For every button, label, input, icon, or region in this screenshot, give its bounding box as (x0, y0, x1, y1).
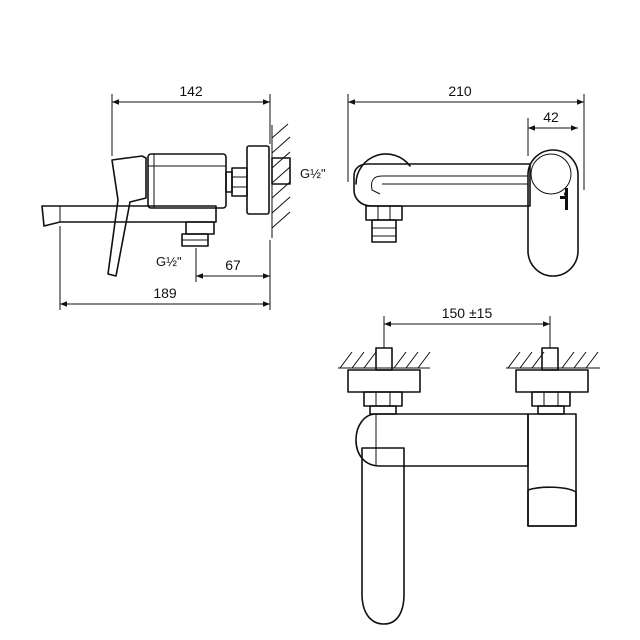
side-outlet-body (185, 221, 215, 235)
side-connector (225, 171, 233, 193)
dim-42-label: 42 (543, 109, 559, 125)
bottom-right-nut (531, 391, 571, 407)
bottom-left-nut (363, 391, 403, 407)
dim-150-label: 150 ±15 (442, 305, 493, 321)
thread-label-wall: G½" (300, 166, 326, 181)
dim-210-label: 210 (448, 83, 472, 99)
bottom-right-escutcheon (515, 369, 589, 393)
side-hex-nut (231, 167, 248, 197)
bottom-left-nipple (375, 347, 393, 371)
dim-142-label: 142 (179, 83, 203, 99)
side-lever (107, 155, 147, 277)
bottom-spout-end (527, 413, 577, 527)
bottom-view: 150 ±15 (338, 305, 600, 625)
front-outlet-nut (365, 205, 403, 221)
front-handle (527, 149, 579, 277)
front-outlet-thread (371, 219, 397, 243)
side-escutcheon (246, 145, 270, 215)
bottom-right-connector (537, 405, 565, 415)
side-spout (41, 205, 217, 227)
side-wall-nipple (271, 157, 291, 185)
bottom-left-connector (369, 405, 397, 415)
front-view: 210 42 (347, 83, 585, 277)
dim-189-label: 189 (153, 285, 177, 301)
dim-67-label: 67 (225, 257, 241, 273)
side-wall-hatch (271, 123, 291, 238)
side-view: 142 67 189 G½" G½" (41, 83, 326, 310)
front-left-escutcheon (355, 153, 411, 185)
bottom-right-wall-hatch (506, 351, 600, 369)
bottom-left-escutcheon (347, 369, 421, 393)
bottom-right-nipple (541, 347, 559, 371)
bottom-left-wall-hatch (338, 351, 431, 369)
front-body (353, 163, 531, 207)
front-handle-disc (530, 153, 572, 195)
side-body (147, 153, 227, 209)
bottom-spout-outlet (527, 486, 577, 527)
bottom-body-bar (355, 413, 529, 467)
thread-label-outlet: G½" (156, 254, 182, 269)
bottom-lever (361, 447, 405, 625)
